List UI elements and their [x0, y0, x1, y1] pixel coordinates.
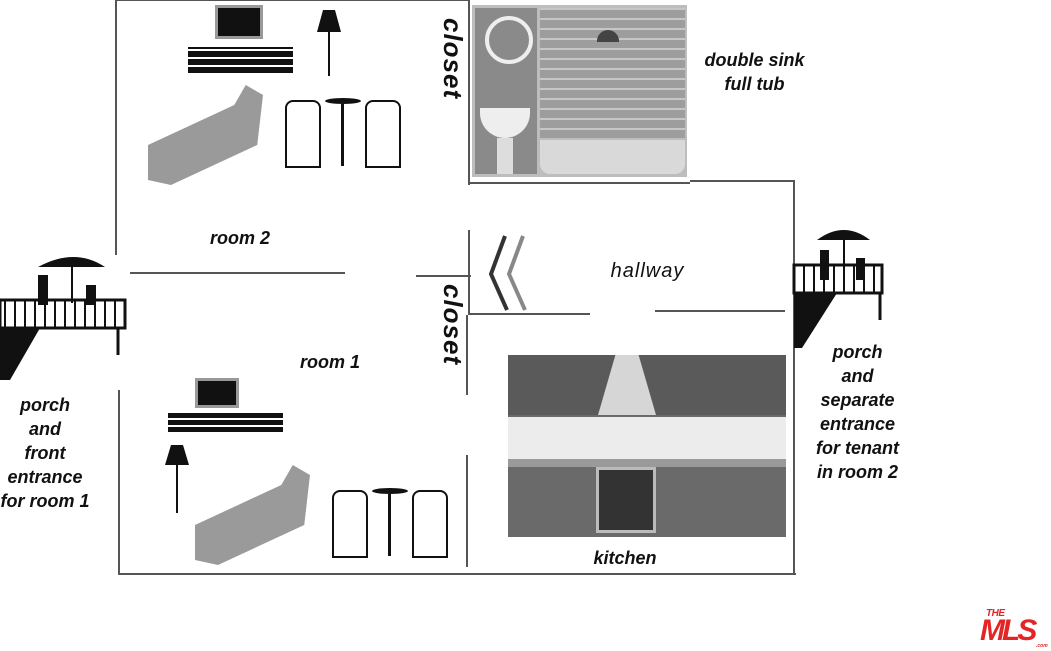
oven-icon: [596, 467, 656, 533]
backsplash: [508, 417, 786, 459]
bistro-set-icon: [332, 485, 450, 560]
wall-hall-top: [690, 180, 795, 182]
left-porch-note: porch and front entrance for room 1: [0, 395, 90, 511]
tv-stand-icon: [168, 378, 283, 433]
wall-bath-bottom: [470, 182, 690, 184]
wall-hall-bottom-b: [655, 310, 785, 312]
bistro-set-icon: [285, 95, 403, 170]
wall-closet-top: [468, 0, 470, 185]
room-2-label: room 2: [209, 228, 270, 248]
closet-top-label: closet: [438, 18, 468, 100]
wall-hall-left: [468, 230, 470, 315]
the-mls-logo: THE MLS .com: [980, 608, 1048, 649]
left-porch-icon: [0, 257, 127, 380]
chaise-lounge-icon: [195, 465, 310, 565]
shower-head-icon: [597, 30, 619, 42]
wall-left-upper: [115, 0, 117, 255]
hallway-label: hallway: [610, 260, 685, 282]
wall-bottom: [118, 573, 796, 575]
wall-room-divider: [130, 272, 345, 274]
right-porch-icon: [792, 230, 884, 348]
kitchen-image: [508, 355, 786, 537]
wall-kitchen-left: [466, 455, 468, 567]
floor-lamp-icon: [315, 10, 343, 78]
floor-lamp-icon: [163, 445, 191, 515]
room-1-label: room 1: [299, 352, 360, 372]
wall-top: [115, 0, 470, 1]
wall-closet-mid: [416, 275, 471, 277]
wall-kitchen-left-upper: [466, 315, 468, 395]
wall-right: [793, 182, 795, 574]
bathtub-icon: [540, 140, 685, 174]
wall-left-lower: [118, 390, 120, 575]
wall-hall-bottom-a: [470, 313, 590, 315]
door-swing-icon: [488, 235, 527, 311]
tv-stand-icon: [188, 5, 293, 73]
closet-bottom-label: closet: [438, 284, 468, 366]
chaise-lounge-icon: [148, 85, 263, 185]
right-porch-note: porch and separate entrance for tenant i…: [816, 342, 899, 482]
bathroom-image: [472, 5, 687, 177]
sink-icon: [475, 8, 537, 174]
kitchen-label: kitchen: [593, 548, 657, 568]
tile-wall-icon: [540, 8, 685, 138]
bathroom-note: double sink full tub: [704, 50, 805, 94]
